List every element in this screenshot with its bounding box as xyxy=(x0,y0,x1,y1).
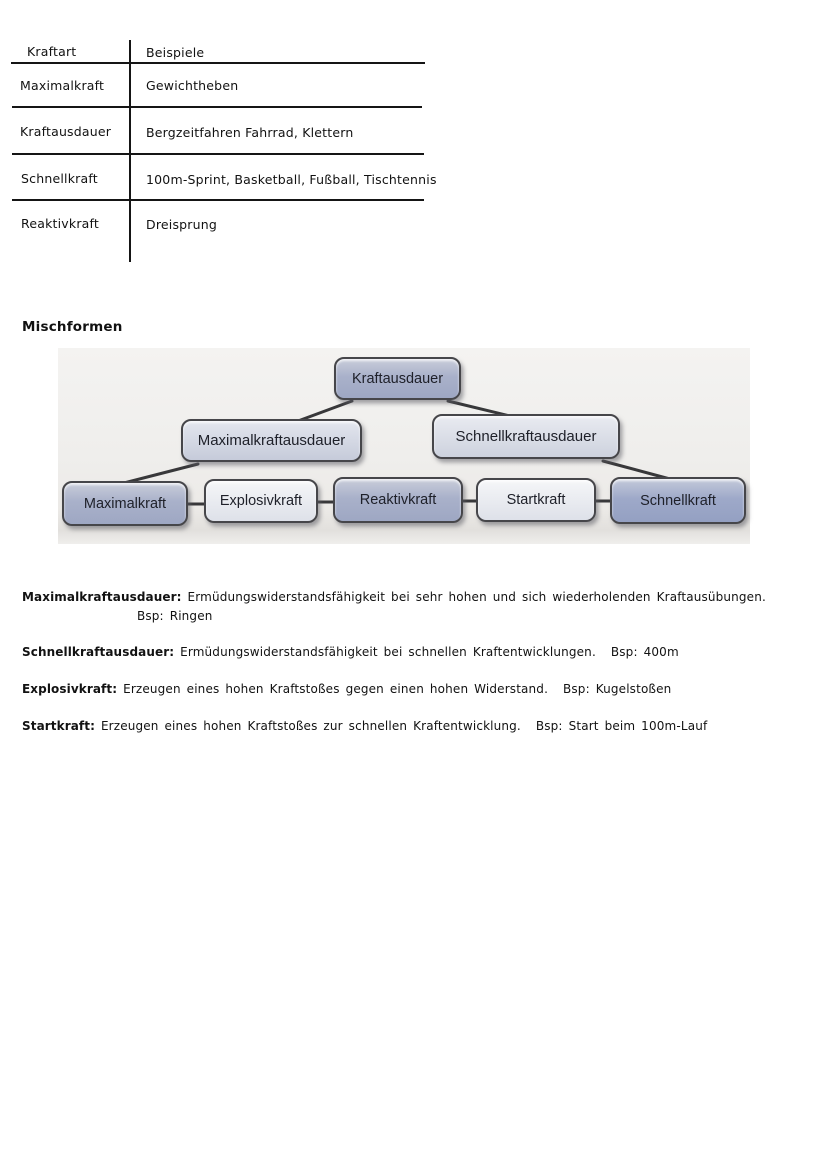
table-cell-kraftart: Maximalkraft xyxy=(20,78,105,93)
table-cell-kraftart: Schnellkraft xyxy=(21,171,98,186)
definition-text: Erzeugen eines hohen Kraftstoßes zur sch… xyxy=(100,719,521,733)
table-cell-beispiele: Gewichtheben xyxy=(146,78,239,93)
definition-schnellkraftausdauer: Schnellkraftausdauer: Ermüdungswiderstan… xyxy=(22,645,679,659)
definition-explosivkraft: Explosivkraft: Erzeugen eines hohen Kraf… xyxy=(22,682,671,696)
definition-text: Ermüdungswiderstandsfähigkeit bei schnel… xyxy=(180,645,596,659)
definition-term: Maximalkraftausdauer: xyxy=(22,590,182,604)
definition-example-ringen: Bsp: Ringen xyxy=(137,609,213,623)
diagram-node-explosivkraft: Explosivkraft xyxy=(204,479,318,523)
table-row-divider xyxy=(12,106,422,108)
diagram-node-maximalkraftausdauer: Maximalkraftausdauer xyxy=(181,419,362,462)
table-header-kraftart: Kraftart xyxy=(27,44,77,59)
table-header-beispiele: Beispiele xyxy=(146,45,205,60)
diagram-node-reaktivkraft: Reaktivkraft xyxy=(333,477,463,523)
table-vertical-divider xyxy=(129,40,131,262)
definition-maximalkraftausdauer: Maximalkraftausdauer: Ermüdungswiderstan… xyxy=(22,590,766,604)
diagram-node-schnellkraft: Schnellkraft xyxy=(610,477,746,524)
table-cell-beispiele: Dreisprung xyxy=(146,217,218,232)
diagram-node-maximalkraft: Maximalkraft xyxy=(62,481,188,526)
definition-example: Bsp: Start beim 100m-Lauf xyxy=(535,719,708,733)
mischformen-diagram: Kraftausdauer Maximalkraftausdauer Schne… xyxy=(58,348,750,544)
kraftart-table: Kraftart Beispiele Maximalkraft Gewichth… xyxy=(0,0,440,280)
diagram-node-kraftausdauer: Kraftausdauer xyxy=(334,357,461,400)
table-row-divider xyxy=(12,153,424,155)
definition-text: Ermüdungswiderstandsfähigkeit bei sehr h… xyxy=(187,590,766,604)
table-cell-kraftart: Kraftausdauer xyxy=(20,124,112,139)
diagram-connector-lines xyxy=(122,399,672,506)
diagram-node-startkraft: Startkraft xyxy=(476,478,596,522)
section-heading-mischformen: Mischformen xyxy=(22,319,123,335)
definition-term: Schnellkraftausdauer: xyxy=(22,645,175,659)
diagram-node-schnellkraftausdauer: Schnellkraftausdauer xyxy=(432,414,620,459)
table-cell-kraftart: Reaktivkraft xyxy=(21,216,100,231)
definition-startkraft: Startkraft: Erzeugen eines hohen Kraftst… xyxy=(22,719,707,733)
table-cell-beispiele: 100m-Sprint, Basketball, Fußball, Tischt… xyxy=(146,172,437,187)
definition-text: Erzeugen eines hohen Kraftstoßes gegen e… xyxy=(123,682,549,696)
table-row-divider xyxy=(11,62,425,64)
definition-term: Startkraft: xyxy=(22,719,95,733)
definition-example: Bsp: 400m xyxy=(610,645,679,659)
table-row-divider xyxy=(12,199,424,201)
definition-term: Explosivkraft: xyxy=(22,682,118,696)
definition-example: Bsp: Kugelstoßen xyxy=(563,682,672,696)
table-cell-beispiele: Bergzeitfahren Fahrrad, Klettern xyxy=(146,125,354,140)
